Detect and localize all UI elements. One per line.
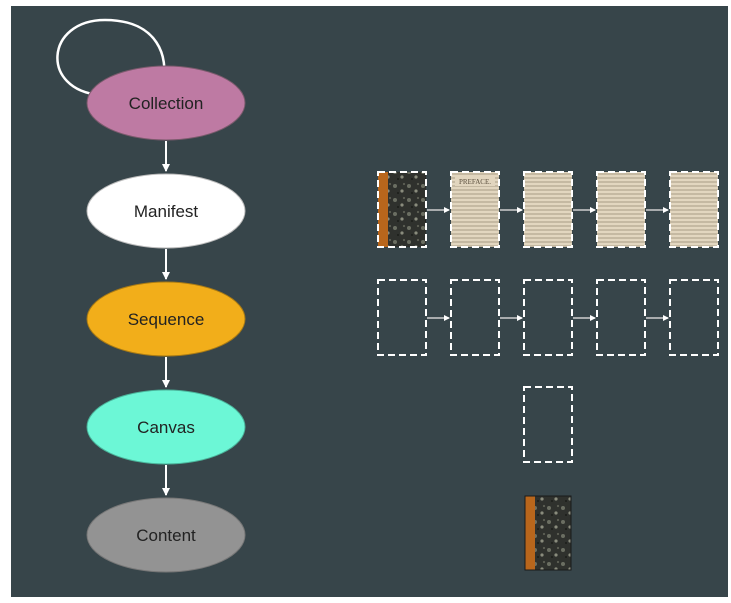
cover-spine (378, 172, 388, 247)
page-frame-2 (450, 171, 500, 248)
manifest-ellipse (86, 173, 246, 249)
collection-self-loop-arrow (56, 18, 166, 97)
preface-heading: PREFACE. (459, 178, 491, 186)
node-manifest: Manifest (86, 173, 246, 249)
sequence-placeholder-3 (523, 279, 573, 356)
canvas-placeholder (523, 386, 573, 463)
node-content: Content (86, 497, 246, 573)
collection-label: Collection (129, 94, 204, 113)
content-cover-spine (525, 496, 535, 570)
page-frame-5 (669, 171, 719, 248)
page-thumbnail-text-1 (523, 171, 573, 248)
page-frame-1 (377, 171, 427, 248)
page-frame-3 (523, 171, 573, 248)
node-collection: Collection (86, 65, 246, 141)
node-sequence: Sequence (86, 281, 246, 357)
content-cover-marble (535, 496, 571, 570)
page-thumbnail-text-3 (669, 171, 719, 248)
canvas-ellipse (86, 389, 246, 465)
sequence-placeholder-1 (377, 279, 427, 356)
manifest-page-row: PREFACE. (377, 171, 719, 248)
content-label: Content (136, 526, 196, 545)
sequence-label: Sequence (128, 310, 205, 329)
collection-ellipse (86, 65, 246, 141)
content-image (524, 495, 572, 571)
sequence-placeholder-2 (450, 279, 500, 356)
content-image-border (524, 495, 572, 571)
sequence-placeholder-row (377, 279, 719, 356)
page-thumbnail-cover (377, 171, 427, 248)
sequence-placeholder-5 (669, 279, 719, 356)
canvas-label: Canvas (137, 418, 195, 437)
page-thumbnail-text-2 (596, 171, 646, 248)
sequence-placeholder-4 (596, 279, 646, 356)
content-ellipse (86, 497, 246, 573)
sequence-ellipse (86, 281, 246, 357)
page-frame-4 (596, 171, 646, 248)
manifest-label: Manifest (134, 202, 199, 221)
node-canvas: Canvas (86, 389, 246, 465)
cover-marble (388, 172, 426, 247)
page-thumbnail-preface: PREFACE. (450, 171, 500, 248)
